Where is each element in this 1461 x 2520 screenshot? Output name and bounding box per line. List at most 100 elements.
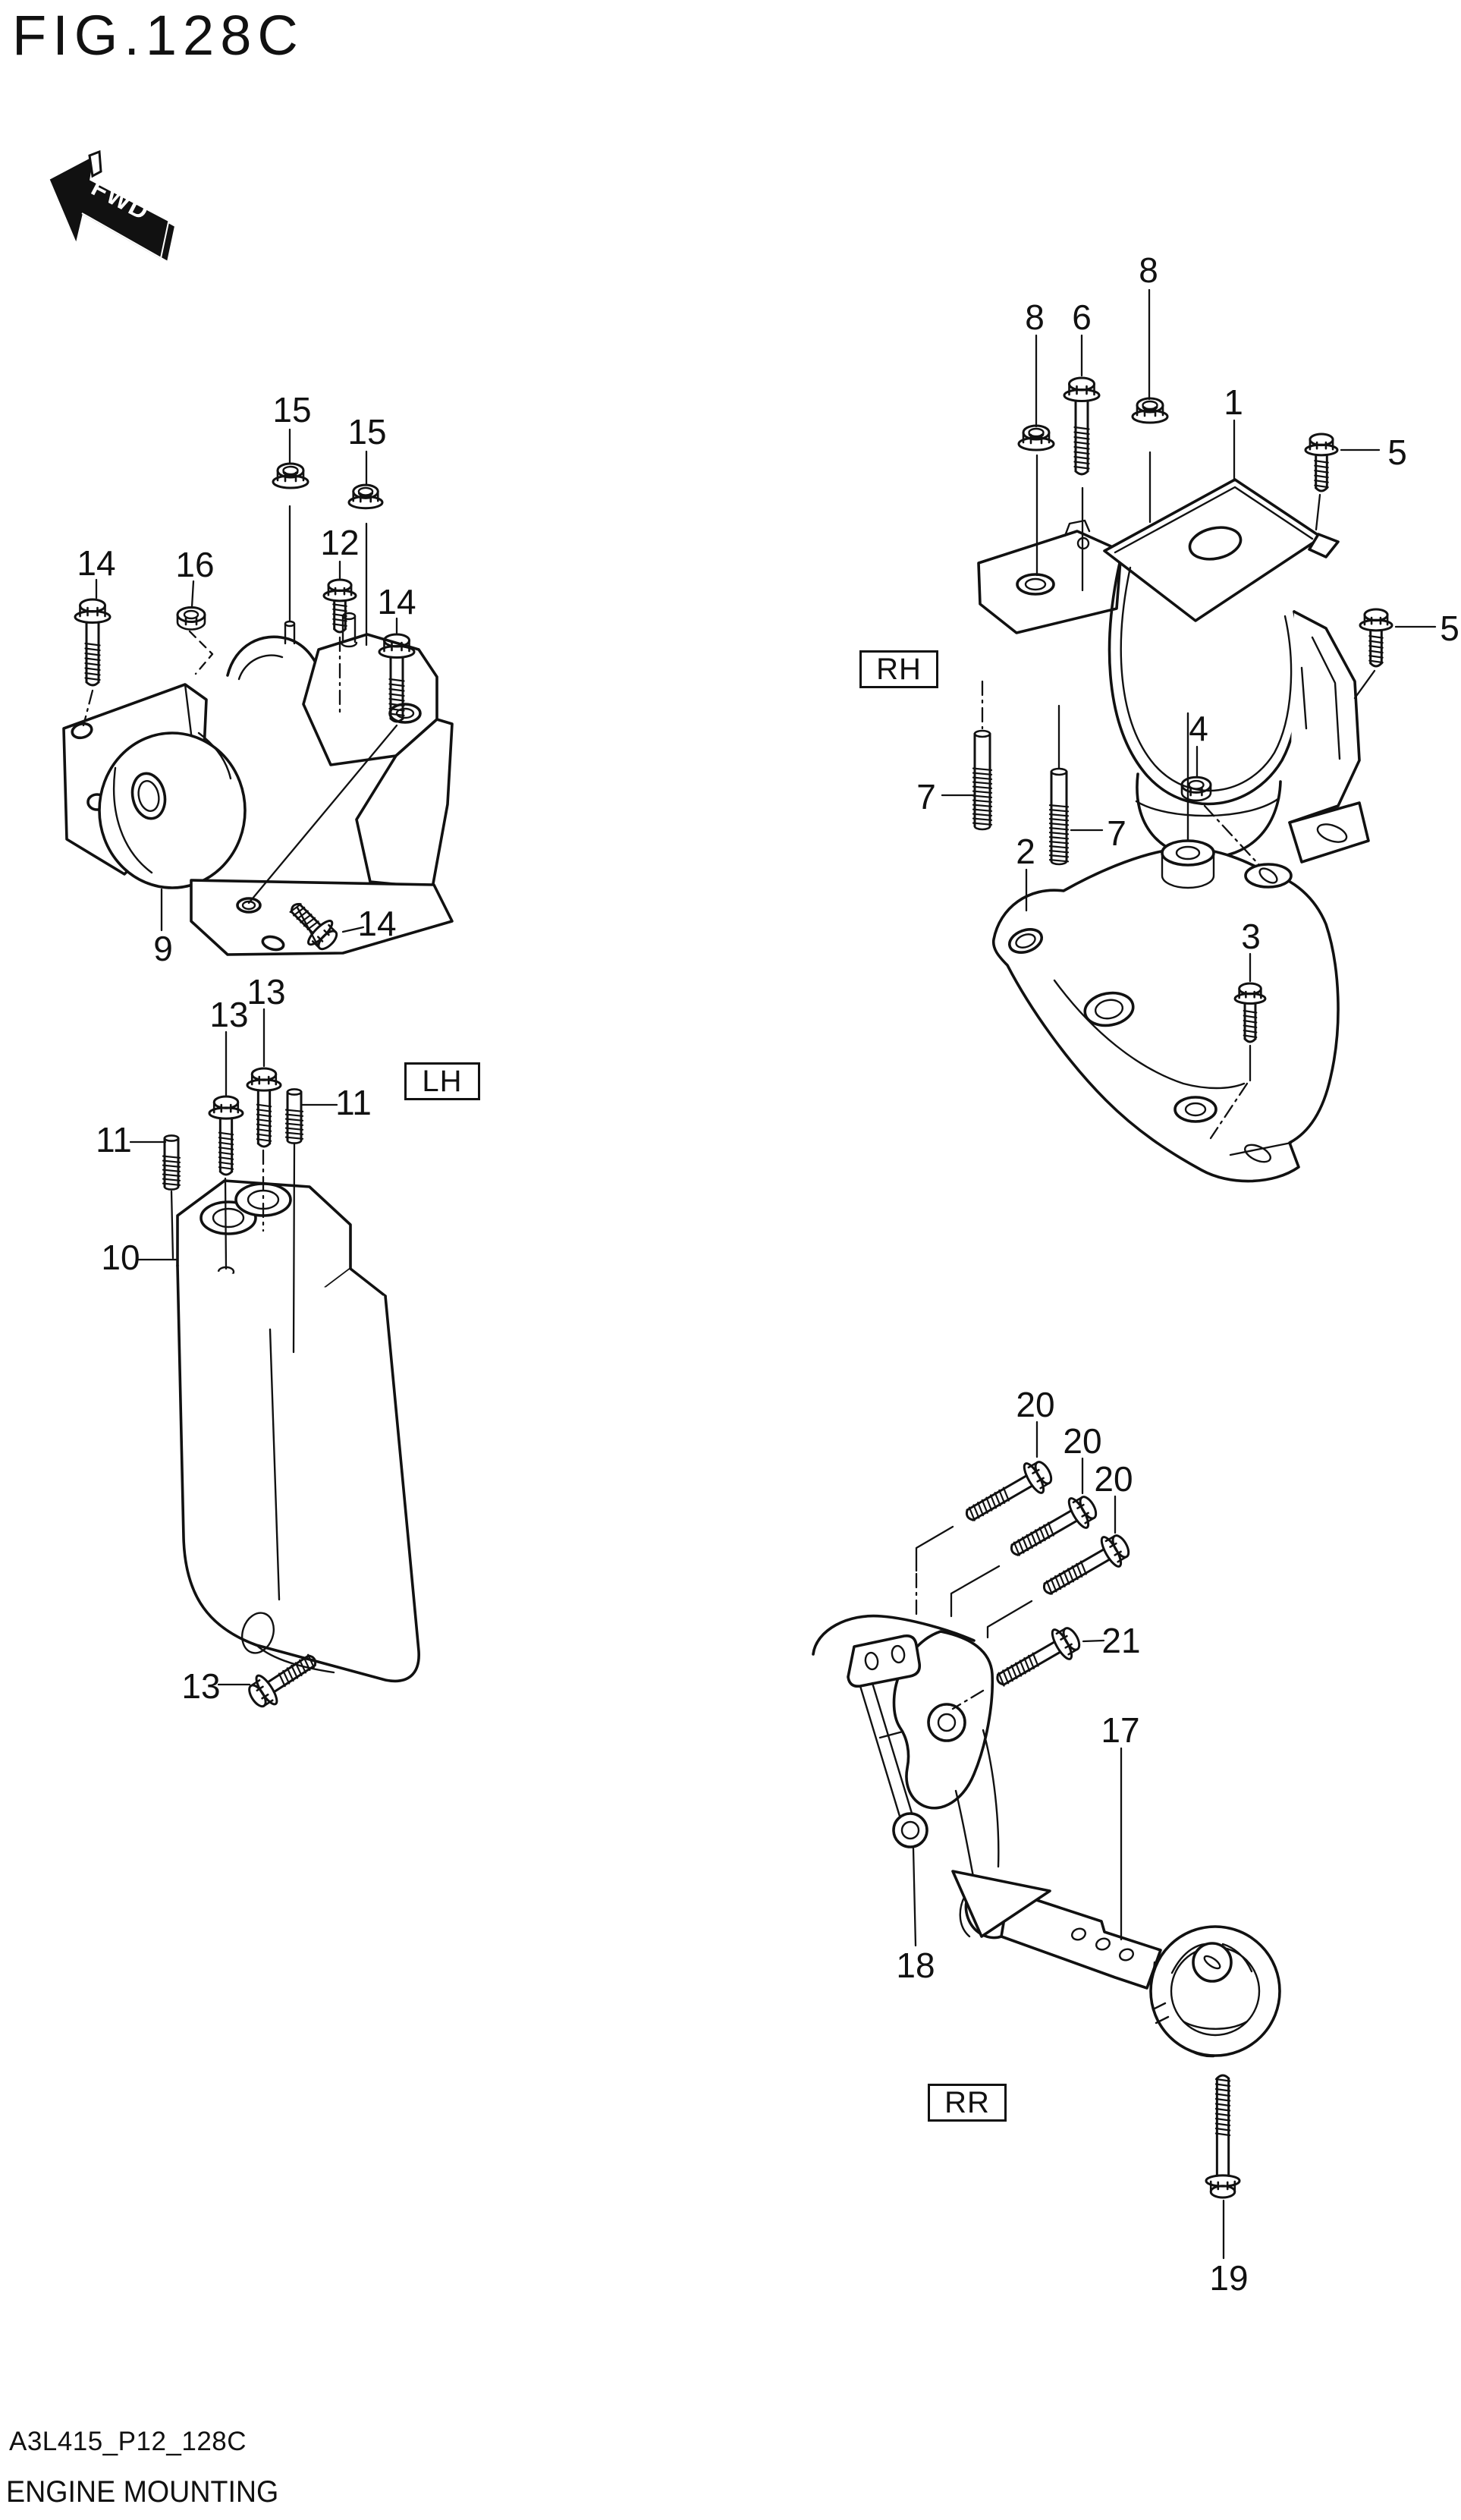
- part-17-torque-rod-rr: [1000, 1889, 1281, 2058]
- flange-bolt-icon: [74, 598, 112, 687]
- artwork-path: [972, 822, 993, 826]
- artwork-path: [250, 1073, 278, 1086]
- artwork-path: [256, 1142, 272, 1148]
- artwork-path: [162, 1178, 181, 1181]
- callout-13: 13: [209, 995, 249, 1034]
- artwork-path: [973, 732, 991, 828]
- artwork-path: [985, 1496, 993, 1512]
- artwork-path: [1288, 801, 1370, 864]
- artwork-path: [1022, 1537, 1029, 1552]
- artwork-path: [1053, 979, 1246, 1090]
- callout-6: 6: [1072, 297, 1092, 337]
- artwork-path: [1030, 1531, 1038, 1546]
- artwork-path: [317, 930, 338, 951]
- flange-bolt-icon: [289, 902, 338, 951]
- view-label-rh-text: RH: [876, 652, 922, 686]
- artwork-path: [357, 492, 374, 497]
- artwork-path: [1149, 1925, 1281, 2057]
- artwork-path: [1215, 2074, 1230, 2080]
- callout-20: 20: [1094, 1459, 1133, 1499]
- artwork-path: [218, 1166, 234, 1170]
- artwork-path: [1214, 2107, 1231, 2112]
- artwork-path: [1042, 1582, 1052, 1595]
- artwork-path: [388, 707, 405, 712]
- artwork-path: [250, 1679, 274, 1707]
- artwork-path: [1214, 2087, 1231, 2092]
- artwork-path: [352, 490, 379, 503]
- artwork-path: [1062, 1627, 1081, 1651]
- artwork-path: [892, 1812, 928, 1848]
- artwork-path: [1215, 2077, 1230, 2177]
- artwork-path: [989, 1494, 998, 1509]
- leader-line-5: [1353, 669, 1376, 700]
- leader-line-20: [950, 1565, 1001, 1618]
- artwork-path: [282, 465, 299, 476]
- artwork-path: [327, 578, 353, 593]
- artwork-path: [162, 1173, 181, 1177]
- artwork-path: [968, 1506, 976, 1521]
- artwork-path: [84, 642, 101, 647]
- artwork-path: [163, 1185, 180, 1191]
- artwork-path: [996, 1673, 1005, 1686]
- artwork-path: [1073, 426, 1090, 430]
- leader-line-5: [1315, 493, 1321, 531]
- artwork-path: [383, 639, 410, 653]
- artwork-path: [388, 713, 405, 717]
- artwork-path: [965, 1509, 975, 1521]
- artwork-path: [1079, 1560, 1087, 1575]
- artwork-path: [1019, 1660, 1026, 1675]
- artwork-path: [162, 1164, 181, 1168]
- artwork-path: [1161, 851, 1215, 889]
- artwork-path: [973, 825, 991, 831]
- artwork-path: [84, 657, 101, 662]
- artwork-path: [218, 1137, 234, 1140]
- artwork-path: [1209, 2180, 1236, 2193]
- artwork-path: [307, 1654, 317, 1667]
- leader-line-20: [986, 1600, 1033, 1639]
- flange-bolt-icon: [1233, 982, 1267, 1043]
- artwork-path: [85, 681, 100, 687]
- artwork-path: [1314, 469, 1329, 473]
- artwork-path: [284, 1122, 304, 1126]
- artwork-path: [1071, 1565, 1079, 1581]
- artwork-path: [284, 620, 296, 628]
- leader-line-14: [341, 926, 365, 933]
- callout-14: 14: [357, 904, 397, 943]
- artwork-path: [1152, 2002, 1170, 2024]
- callout-2: 2: [1016, 832, 1035, 871]
- artwork-path: [1024, 577, 1047, 591]
- flange-bolt-icon: [1063, 376, 1101, 476]
- artwork-path: [1300, 636, 1341, 760]
- artwork-path: [1188, 526, 1243, 561]
- artwork-path: [218, 1170, 234, 1176]
- artwork-path: [176, 1264, 420, 1683]
- artwork-path: [891, 1644, 906, 1664]
- artwork-path: [85, 621, 100, 684]
- artwork-path: [137, 780, 160, 812]
- artwork-path: [1180, 776, 1212, 794]
- artwork-path: [1369, 662, 1383, 668]
- callout-14: 14: [77, 543, 116, 583]
- artwork-path: [1073, 455, 1090, 460]
- artwork-path: [1136, 397, 1164, 414]
- stud-bolt-icon: [284, 1088, 304, 1144]
- artwork-path: [303, 1656, 311, 1671]
- flange-nut-icon: [1131, 397, 1169, 424]
- artwork-path: [972, 813, 993, 816]
- artwork-path: [256, 1109, 272, 1112]
- artwork-path: [212, 1207, 245, 1229]
- artwork-path: [1058, 1572, 1066, 1587]
- artwork-path: [1048, 804, 1070, 808]
- artwork-path: [284, 1109, 304, 1112]
- artwork-path: [1258, 867, 1278, 884]
- artwork-path: [900, 1820, 920, 1840]
- artwork-path: [972, 772, 993, 776]
- artwork-path: [972, 804, 993, 807]
- artwork-path: [1072, 1496, 1095, 1524]
- artwork-path: [1073, 445, 1090, 450]
- artwork-path: [84, 647, 101, 652]
- artwork-path: [1048, 859, 1070, 863]
- artwork-path: [1071, 1927, 1086, 1941]
- flange-bolt-icon: [1042, 1534, 1130, 1595]
